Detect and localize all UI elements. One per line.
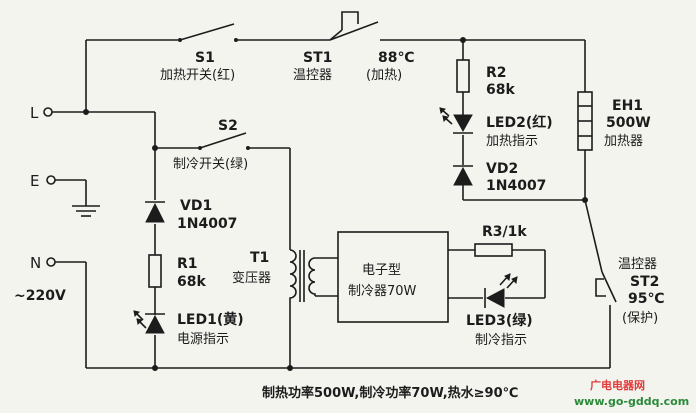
t1-desc: 变压器 — [232, 270, 271, 286]
s2-ref: S2 — [218, 118, 238, 134]
wiring — [52, 39, 611, 369]
r2-value: 68k — [486, 82, 515, 98]
heater-eh1: EH1 500W 加热器 — [577, 91, 651, 151]
thermostat-st1: ST1 88℃ 温控器 (加热) — [293, 11, 414, 83]
st1-desc: 温控器 — [293, 68, 332, 83]
terminal-live: L — [30, 104, 53, 122]
led2-ref: LED2(红) — [486, 114, 553, 131]
r3-ref: R3/1k — [482, 224, 527, 240]
terminal-live-label: L — [30, 104, 39, 122]
led2-desc: 加热指示 — [486, 134, 538, 149]
s1-desc: 加热开关(红) — [160, 67, 235, 83]
vd1-ref: VD1 — [180, 198, 212, 214]
switch-s2: S2 制冷开关(绿) — [152, 118, 250, 172]
st1-note: (加热) — [366, 68, 402, 83]
resistor-r1: R1 68k — [148, 254, 206, 290]
terminal-earth-label: E — [30, 172, 39, 190]
terminal-neutral-label: N — [30, 254, 41, 272]
supply-voltage-label: ~220V — [14, 288, 66, 304]
s2-desc: 制冷开关(绿) — [173, 157, 248, 172]
r2-ref: R2 — [486, 65, 507, 81]
terminal-neutral: N ~220V — [14, 254, 66, 304]
switch-s1: S1 加热开关(红) — [160, 23, 238, 83]
junction-dots — [83, 37, 588, 371]
r1-value: 68k — [177, 274, 206, 290]
led-led3: LED3(绿) 制冷指示 — [466, 273, 533, 348]
led-led1: LED1(黄) 电源指示 — [133, 310, 244, 347]
led-led2: LED2(红) 加热指示 — [439, 107, 553, 149]
diode-vd1: VD1 1N4007 — [145, 198, 237, 232]
eh1-desc: 加热器 — [604, 134, 643, 149]
led1-desc: 电源指示 — [177, 332, 229, 347]
st1-value: 88℃ — [378, 50, 414, 66]
diode-vd2: VD2 1N4007 — [453, 161, 546, 194]
watermark-cn: 广电电器网 — [590, 378, 645, 392]
r1-ref: R1 — [177, 256, 198, 272]
resistor-r2: R2 68k — [456, 59, 515, 98]
t1-ref: T1 — [250, 250, 269, 266]
vd2-part: 1N4007 — [486, 178, 546, 194]
led1-ref: LED1(黄) — [177, 311, 244, 328]
vd1-part: 1N4007 — [177, 216, 237, 232]
cooler-module: 电子型 制冷器70W — [337, 231, 449, 323]
st2-note: (保护) — [622, 311, 658, 326]
cooler-line1: 电子型 — [362, 263, 401, 278]
vd2-ref: VD2 — [486, 161, 518, 177]
st2-label: 温控器 — [618, 257, 657, 272]
eh1-ref: EH1 — [612, 98, 643, 114]
st1-ref: ST1 — [303, 50, 332, 66]
cooler-line2: 制冷器70W — [348, 284, 417, 299]
led3-desc: 制冷指示 — [475, 333, 527, 348]
eh1-value: 500W — [606, 115, 651, 131]
st2-ref: ST2 — [630, 274, 659, 290]
terminal-earth: E — [30, 172, 56, 190]
thermostat-st2: 温控器 ST2 95℃ (保护) — [595, 257, 664, 326]
watermark-url: www.go-gddq.com — [574, 395, 689, 408]
transformer-t1: T1 变压器 — [232, 249, 316, 302]
resistor-r3: R3/1k — [474, 224, 527, 257]
s1-ref: S1 — [195, 50, 215, 66]
led3-ref: LED3(绿) — [466, 312, 533, 329]
st2-value: 95℃ — [628, 291, 664, 307]
spec-note: 制热功率500W,制冷功率70W,热水≥90℃ — [262, 385, 518, 401]
watermark: 广电电器网 www.go-gddq.com — [574, 378, 689, 408]
